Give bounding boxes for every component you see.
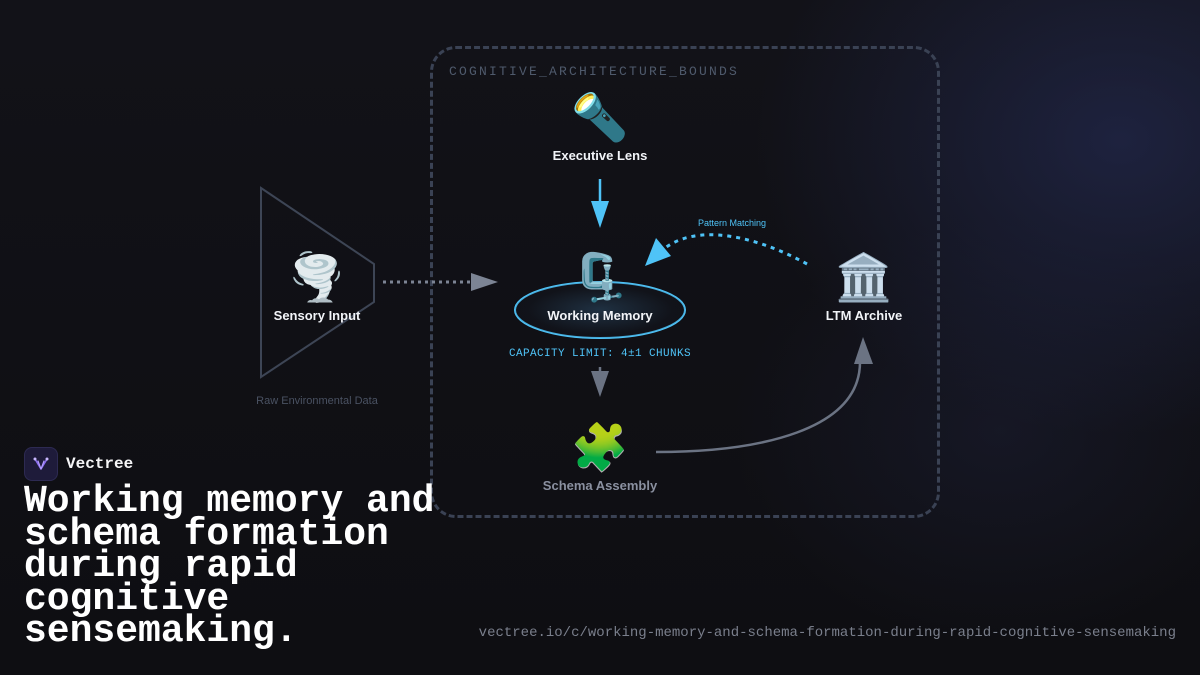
sensory-input-label: Sensory Input [273, 308, 361, 323]
working-memory-glow [515, 282, 685, 338]
page-url[interactable]: vectree.io/c/working-memory-and-schema-f… [478, 625, 1176, 641]
pattern-matching-label: Pattern Matching [697, 218, 767, 228]
working-memory-label: Working Memory [547, 308, 653, 323]
tornado-icon: 🌪️ [288, 250, 346, 304]
schema-assembly-label: Schema Assembly [542, 478, 658, 493]
sensory-input-caption: Raw Environmental Data [256, 395, 378, 407]
working-memory-ring [514, 281, 686, 339]
clamp-icon: 🗜️ [571, 250, 629, 304]
cognitive-architecture-boundary [430, 46, 940, 518]
puzzle-piece-icon: 🧩 [571, 420, 629, 474]
flashlight-icon: 🔦 [571, 90, 629, 144]
brand-name: Vectree [66, 455, 134, 473]
vectree-logo-icon [24, 447, 58, 481]
node-working-memory: 🗜️ Working Memory [547, 250, 652, 323]
sensory-funnel-shape [260, 186, 375, 379]
arrow-schema-to-ltm [655, 361, 862, 454]
node-ltm-archive: 🏛️ LTM Archive [826, 250, 903, 323]
brand[interactable]: Vectree [24, 447, 133, 481]
ltm-archive-label: LTM Archive [825, 308, 903, 323]
node-sensory-input: 🌪️ Sensory Input [274, 250, 361, 323]
boundary-label: COGNITIVE_ARCHITECTURE_BOUNDS [449, 64, 740, 79]
working-memory-capacity: CAPACITY LIMIT: 4±1 CHUNKS [508, 348, 692, 360]
arrowhead-executive-to-working-memory [591, 201, 609, 228]
node-executive-lens: 🔦 Executive Lens [553, 90, 648, 163]
arrowhead-schema-to-ltm [854, 337, 873, 364]
page-title: Working memory and schema formation duri… [24, 480, 435, 653]
arrowhead-pattern-matching [645, 238, 671, 266]
arrowhead-sensory-to-working-memory [471, 273, 498, 291]
classical-building-icon: 🏛️ [835, 250, 893, 304]
node-schema-assembly: 🧩 Schema Assembly [543, 420, 657, 493]
arrow-pattern-matching [664, 233, 808, 266]
arrowhead-working-memory-to-schema [591, 371, 609, 397]
executive-lens-label: Executive Lens [552, 148, 648, 163]
